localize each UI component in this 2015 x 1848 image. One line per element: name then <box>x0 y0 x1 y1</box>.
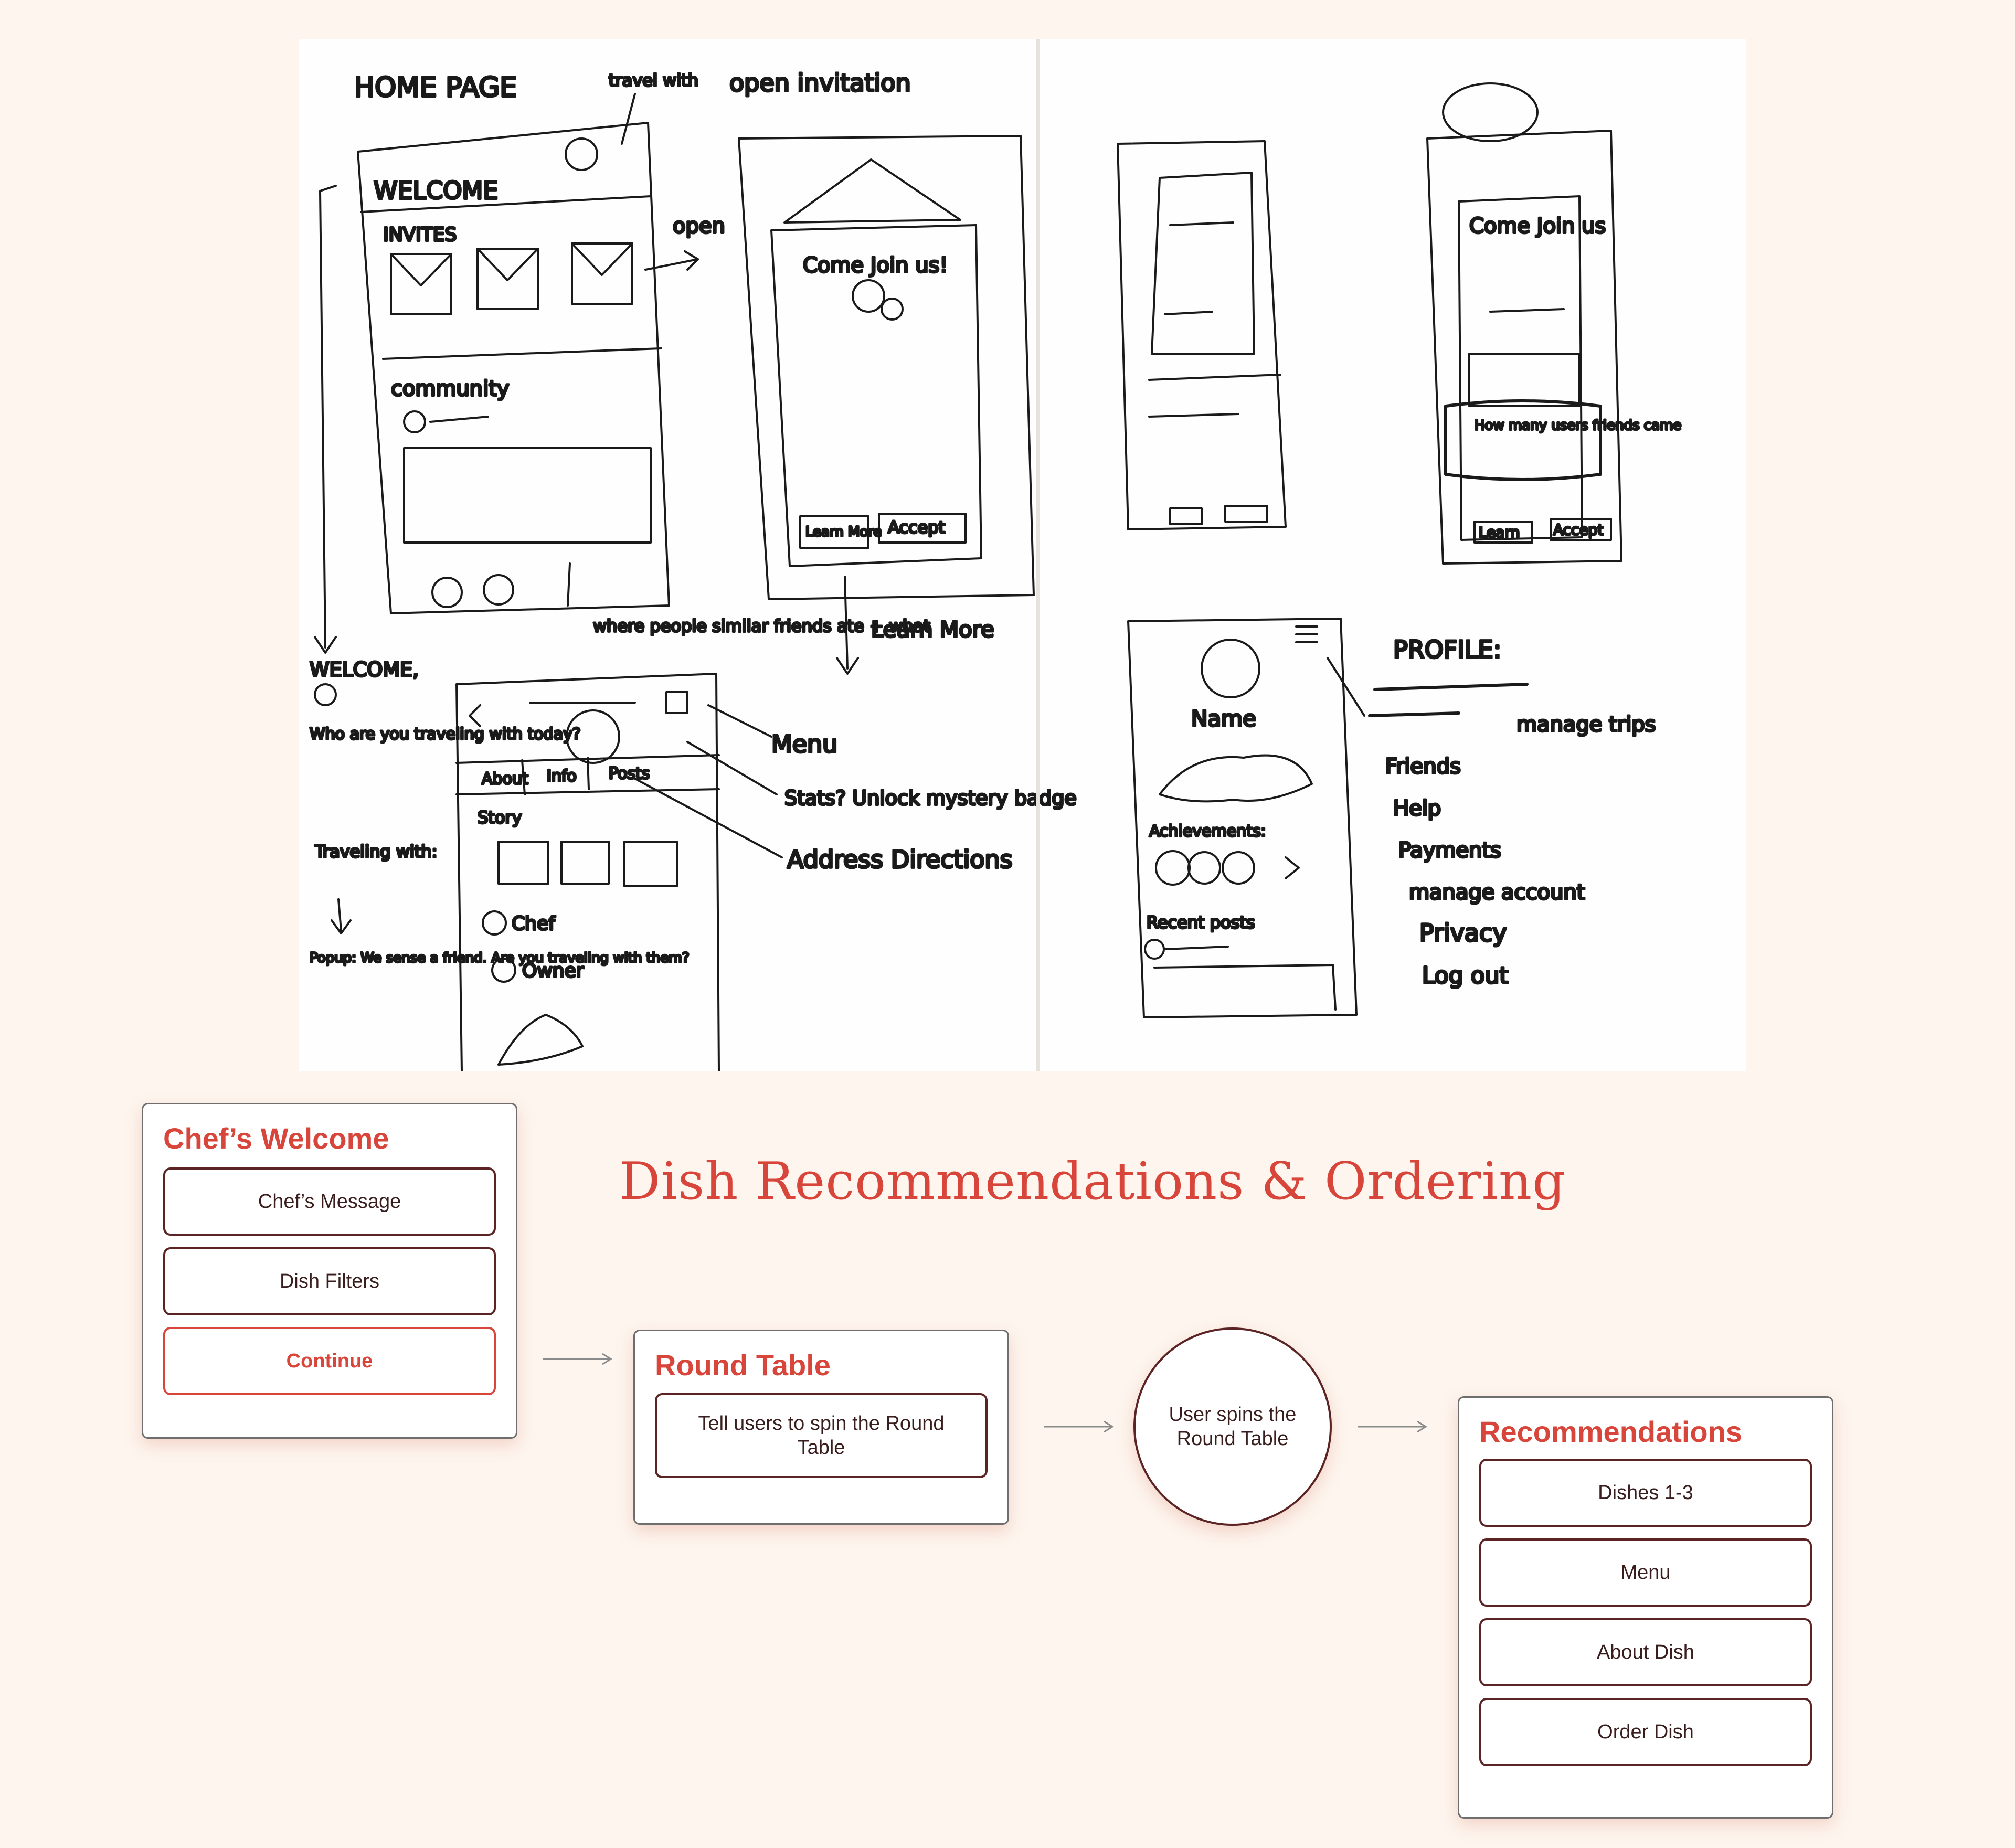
accept-frame-2 <box>1426 130 1622 565</box>
invite-card-1 <box>390 253 452 315</box>
label-welcome: WELCOME <box>374 176 498 205</box>
about-dish-button[interactable]: About Dish <box>1479 1618 1812 1686</box>
label-popup: Popup: We sense a friend. Are you travel… <box>310 950 690 966</box>
chefs-message-button[interactable]: Chef’s Message <box>163 1167 496 1236</box>
user-spins-node: User spins the Round Table <box>1133 1327 1332 1526</box>
hamburger-icon <box>1295 625 1318 643</box>
label-travel-with: travel with <box>609 70 698 90</box>
home-frame <box>357 122 670 614</box>
menu-icon <box>665 691 688 714</box>
profile-frame <box>1127 618 1358 1018</box>
profile-map <box>1159 754 1313 803</box>
invite-card-3 <box>571 242 633 305</box>
label-welcome-note: WELCOME, <box>310 658 419 681</box>
label-manage-account: manage account <box>1409 880 1585 905</box>
chefs-welcome-card: Chef’s Welcome Chef’s Message Dish Filte… <box>142 1103 517 1439</box>
wireframe-sketches: HOME PAGE travel with WELCOME INVITES op… <box>309 68 1682 1071</box>
label-achievements: Achievements: <box>1149 822 1266 841</box>
detail-frame <box>455 673 720 1071</box>
label-invites: INVITES <box>383 224 457 246</box>
round-table-card: Round Table Tell users to spin the Round… <box>633 1330 1009 1525</box>
label-come-join-us: Come Join us! <box>803 253 948 278</box>
order-dish-button[interactable]: Order Dish <box>1479 1698 1812 1766</box>
chefs-welcome-title: Chef’s Welcome <box>163 1122 389 1155</box>
label-learn-more-btn: Learn More <box>805 524 882 540</box>
label-open: open <box>673 214 725 238</box>
arrow-line <box>621 93 636 145</box>
menu-button[interactable]: Menu <box>1479 1538 1812 1607</box>
label-chef: Chef <box>512 913 556 934</box>
label-about-tab: About <box>482 770 528 788</box>
spin-instruction-button[interactable]: Tell users to spin the Round Table <box>655 1393 988 1478</box>
label-accept-btn: Accept <box>888 517 945 537</box>
label-accept-btn-2: Accept <box>1553 521 1603 538</box>
label-recent-posts: Recent posts <box>1147 912 1255 932</box>
label-where-people: where people similar friends ate + what <box>593 616 930 636</box>
profile-avatar <box>1201 639 1260 698</box>
label-open-invitation: open invitation <box>729 69 911 97</box>
flow-arrow-2 <box>1042 1416 1116 1437</box>
label-traveling-with: Traveling with: <box>314 842 437 862</box>
invite-card-2 <box>476 248 539 310</box>
label-payments: Payments <box>1398 838 1501 863</box>
label-how-many: How many users friends came <box>1475 418 1681 433</box>
label-info-tab: Info <box>547 767 577 785</box>
accept-frame-1 <box>1117 140 1287 530</box>
label-who-are-you: Who are you traveling with today? <box>310 725 581 744</box>
continue-button[interactable]: Continue <box>163 1327 496 1395</box>
label-manage-trips: manage trips <box>1516 713 1656 737</box>
dish-filters-button[interactable]: Dish Filters <box>163 1247 496 1315</box>
label-posts-tab: Posts <box>609 764 650 783</box>
label-learn-btn-2: Learn <box>1479 524 1520 541</box>
label-help: Help <box>1393 796 1441 821</box>
dishes-button[interactable]: Dishes 1-3 <box>1479 1459 1812 1527</box>
flow-heading: Dish Recommendations & Ordering <box>619 1152 1566 1212</box>
label-owner: Owner <box>522 960 584 982</box>
label-privacy: Privacy <box>1419 919 1507 947</box>
sketch-photo: HOME PAGE travel with WELCOME INVITES op… <box>299 39 1746 1071</box>
label-name: Name <box>1191 706 1256 731</box>
learn-more-btn <box>799 515 869 549</box>
invite-frame <box>738 135 1035 600</box>
round-table-title: Round Table <box>655 1348 831 1382</box>
stars-doodle <box>1442 82 1539 142</box>
accept-btn <box>878 513 967 544</box>
avatar-icon <box>565 137 598 171</box>
map-sketch <box>497 1014 584 1066</box>
recommendations-card: Recommendations Dishes 1-3 Menu About Di… <box>1458 1396 1833 1819</box>
label-profile: PROFILE: <box>1393 635 1501 664</box>
label-stats: Stats? Unlock mystery badge <box>784 787 1077 810</box>
label-menu: Menu <box>771 730 837 758</box>
label-learn-more: Learn More <box>871 617 994 642</box>
label-friends: Friends <box>1385 755 1461 779</box>
label-come-join-us-2: Come Join us <box>1469 214 1606 238</box>
flow-arrow-3 <box>1355 1416 1429 1437</box>
envelope-flap <box>783 158 961 224</box>
label-home-page: HOME PAGE <box>354 72 517 103</box>
restaurant-logo <box>566 709 620 764</box>
label-log-out: Log out <box>1422 962 1509 989</box>
notebook-fold <box>1036 39 1040 1071</box>
recommendations-title: Recommendations <box>1479 1415 1742 1448</box>
label-community: community <box>391 377 510 401</box>
community-post <box>403 447 652 544</box>
label-story: Story <box>478 808 522 827</box>
flow-arrow-1 <box>540 1348 614 1369</box>
label-address: Address Directions <box>787 845 1013 874</box>
scribble-area <box>1444 399 1602 481</box>
